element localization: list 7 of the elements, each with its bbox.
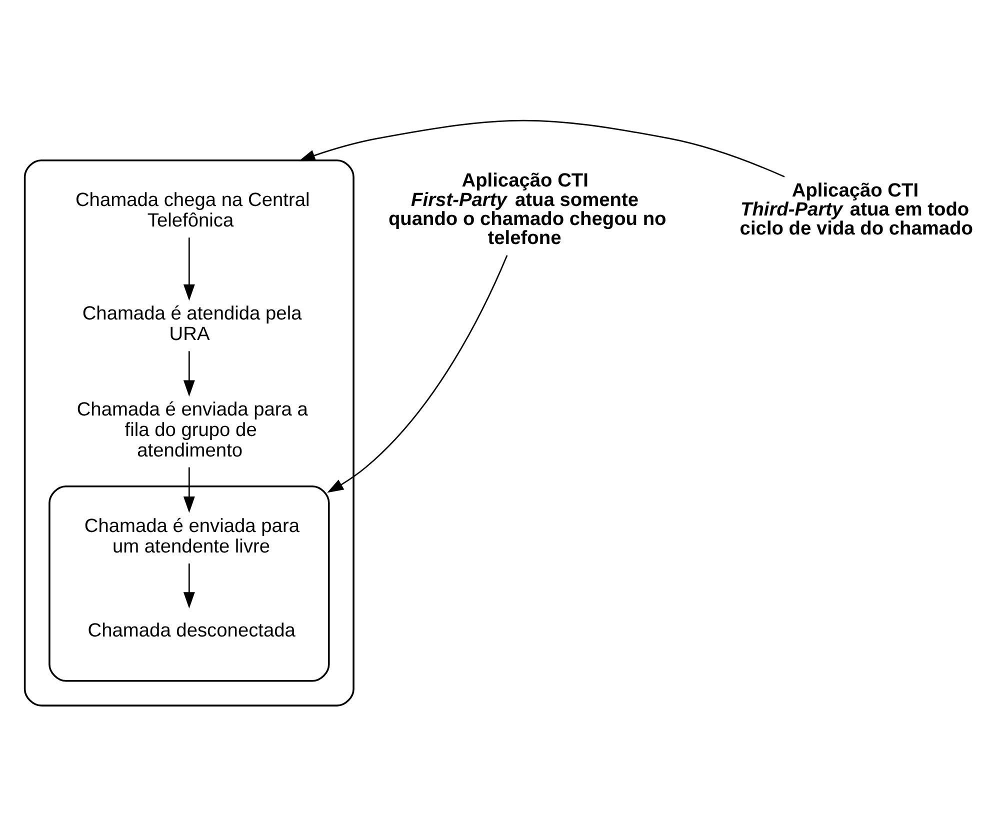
node-text: Aplicação CTI First-Party atua somente quando o chamado chegou no telefone: [388, 170, 666, 249]
node-text: Chamada é enviada para um atendente livre: [84, 515, 300, 557]
node-text: Chamada é atendida pela URA: [82, 303, 302, 345]
node-text: Chamada desconectada: [88, 620, 296, 642]
node-text: Aplicação CTI Third-Party atua em todo ciclo de vida do chamado: [740, 180, 973, 240]
node-text: Chamada é enviada para a fila do grupo de atendimento: [76, 398, 308, 462]
node-text: Chamada chega na Central Telefônica: [75, 189, 310, 231]
